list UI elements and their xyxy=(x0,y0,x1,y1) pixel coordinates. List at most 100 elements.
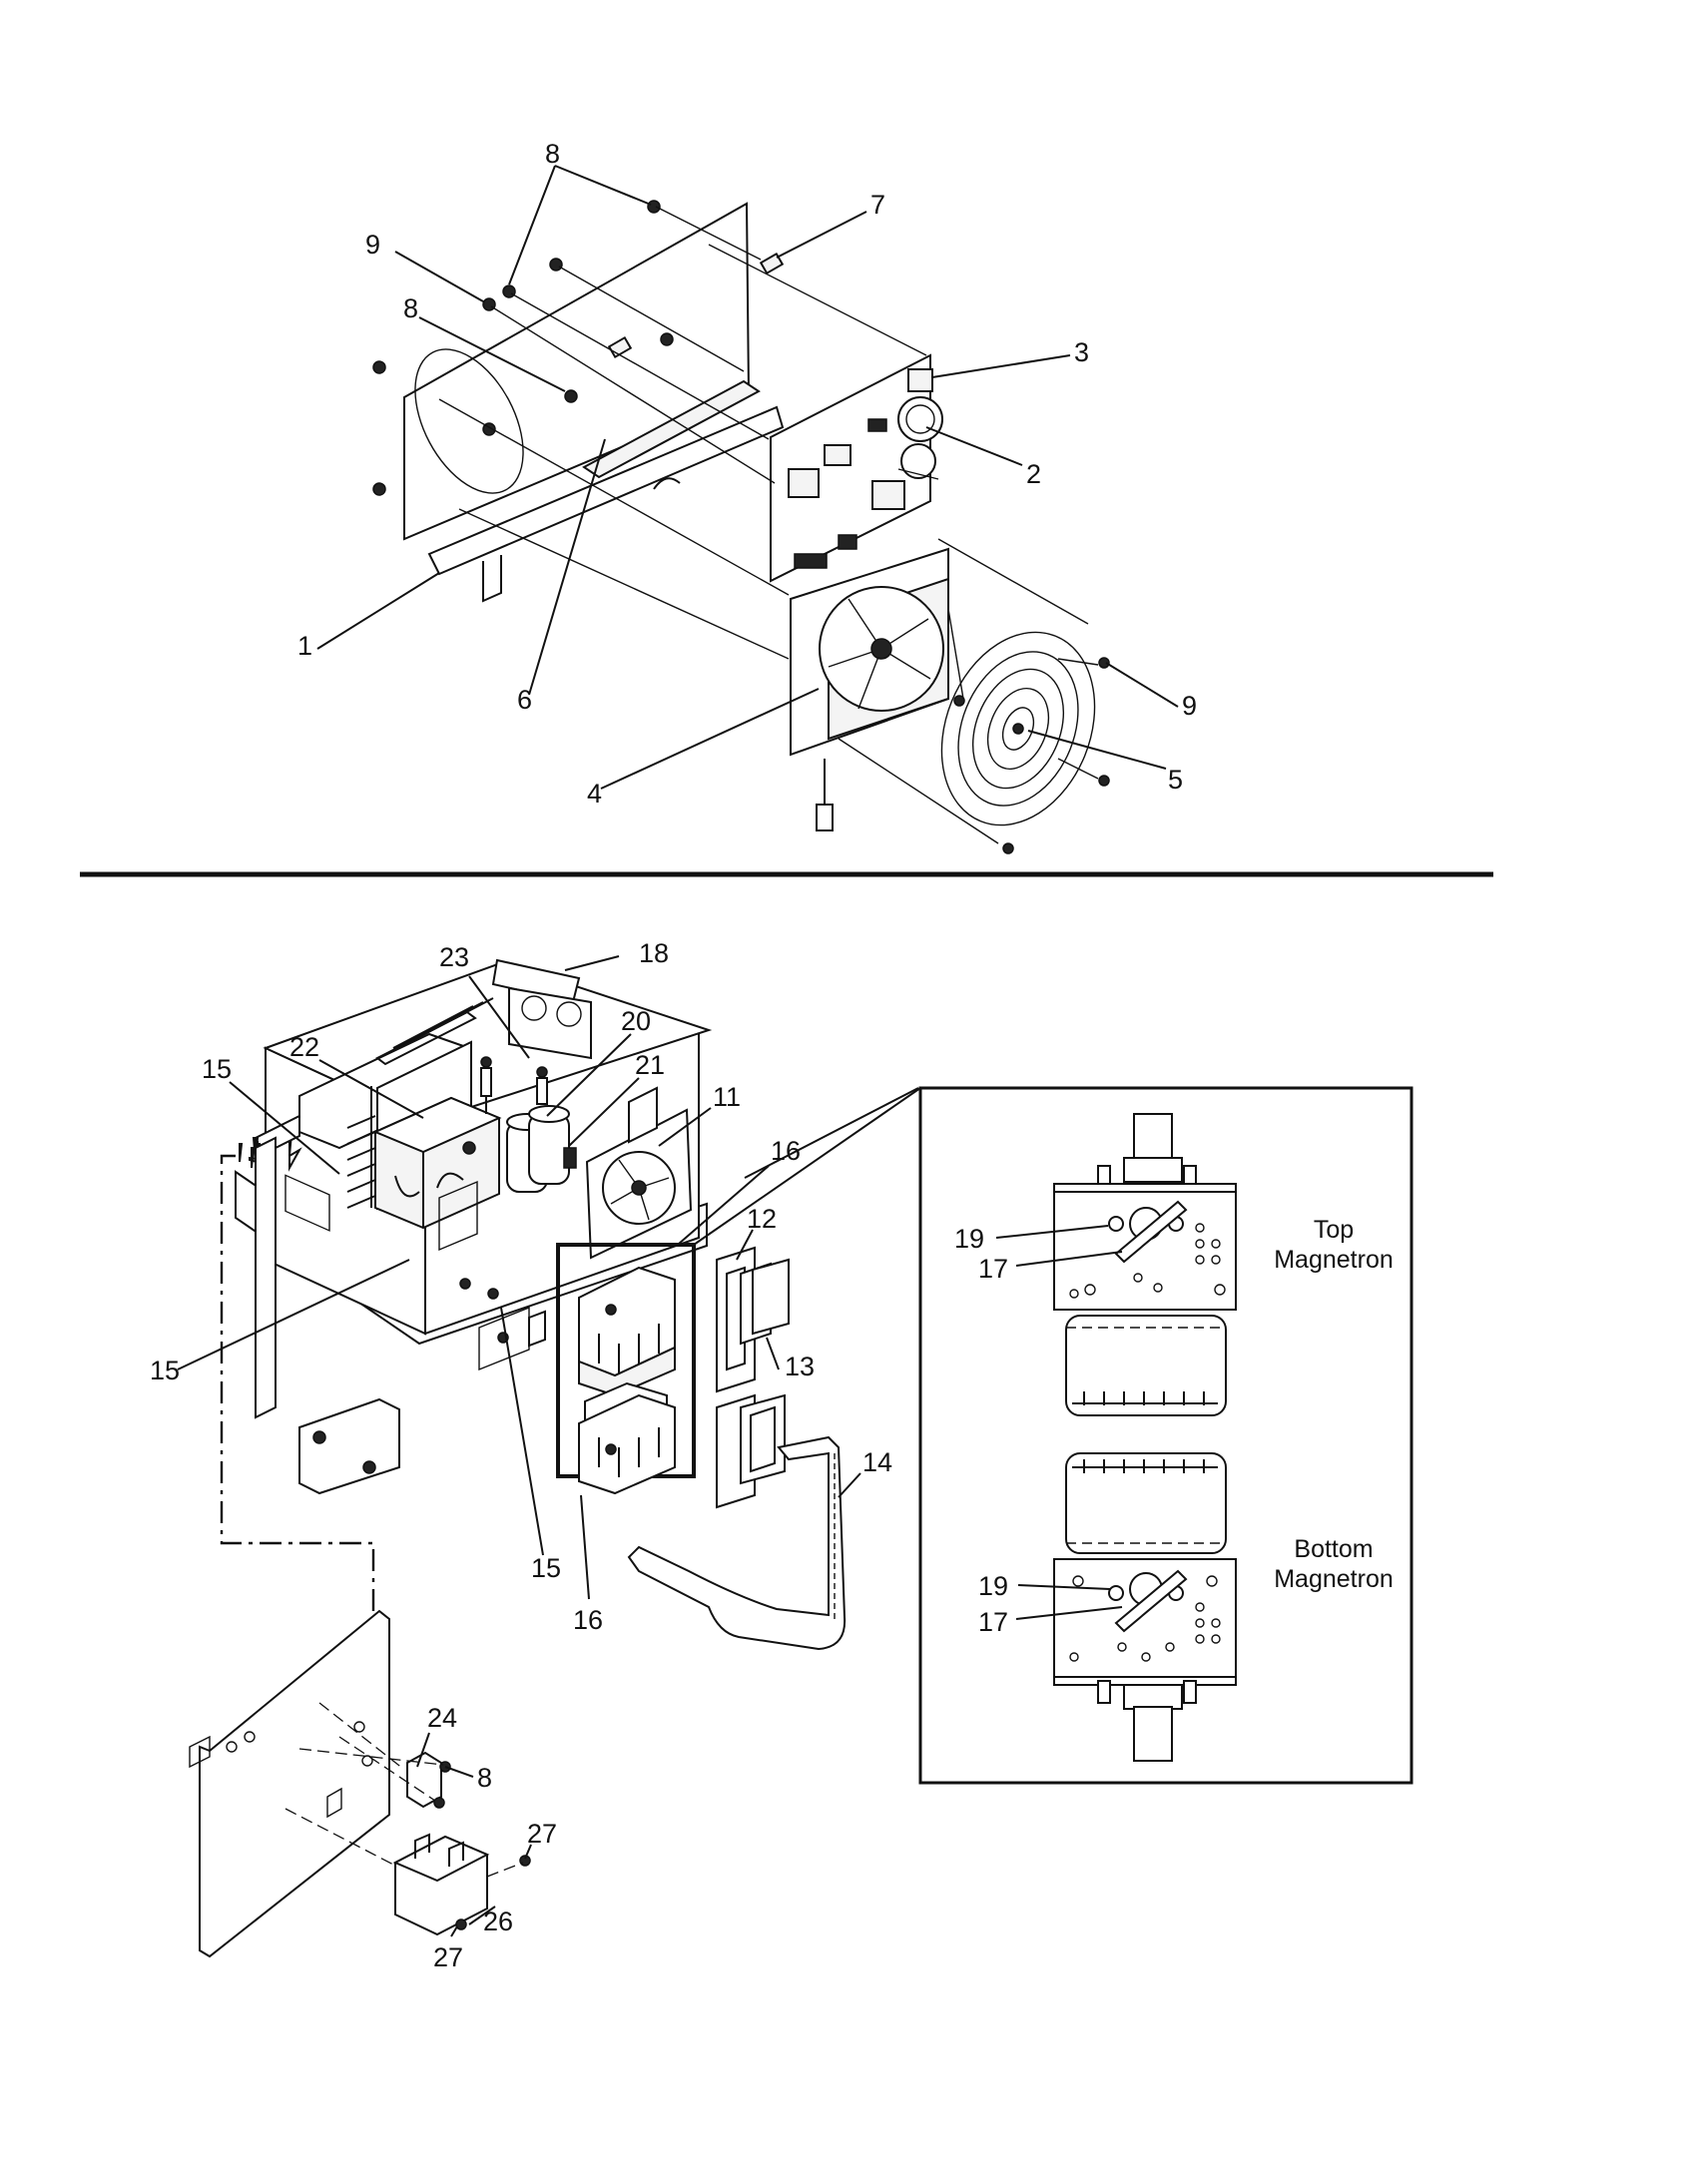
callout-24: 24 xyxy=(427,1703,457,1733)
callout-20: 20 xyxy=(621,1006,651,1036)
screw xyxy=(372,360,386,374)
callout-17: 17 xyxy=(978,1607,1008,1637)
callout-8: 8 xyxy=(477,1763,492,1793)
callout-21: 21 xyxy=(635,1050,665,1080)
bracket-notch xyxy=(653,477,681,490)
callout-26: 26 xyxy=(483,1907,513,1936)
callout-14: 14 xyxy=(862,1447,892,1477)
screw xyxy=(953,695,965,707)
callout-23: 23 xyxy=(439,942,469,972)
chassis-magnetrons xyxy=(578,1266,676,1495)
left-vertical-plate xyxy=(255,1136,277,1419)
rectifier xyxy=(563,1147,577,1169)
interlock-bracket xyxy=(298,1397,400,1495)
board-connector xyxy=(867,418,887,432)
magnetron-fins-top xyxy=(1065,1315,1227,1416)
top-magnetron-label-line1: Top xyxy=(1314,1216,1354,1244)
board-relay xyxy=(824,444,851,466)
fastener-clip xyxy=(759,252,785,275)
callout-8: 8 xyxy=(545,139,560,169)
screw xyxy=(660,332,674,346)
leader-lines-top xyxy=(316,165,1179,790)
top-magnetron-label-line2: Magnetron xyxy=(1274,1246,1394,1274)
magnetron-antenna-bottom xyxy=(1133,1706,1173,1762)
callout-5: 5 xyxy=(1168,765,1183,795)
mounting-plate xyxy=(403,202,751,541)
callout-11: 11 xyxy=(713,1082,741,1112)
board-relay xyxy=(788,468,820,498)
panel-left xyxy=(239,1143,244,1163)
fan-bracket xyxy=(628,1086,658,1144)
callout-15: 15 xyxy=(202,1054,232,1084)
mesh-vent xyxy=(438,1180,478,1252)
callout-9: 9 xyxy=(1182,691,1197,721)
magnetron-gasket-upper xyxy=(752,1258,790,1336)
assembly-reference-line xyxy=(220,1154,375,1617)
inset-leader xyxy=(693,1087,921,1246)
board-capacitor xyxy=(897,396,943,442)
callout-2: 2 xyxy=(1026,459,1041,489)
callout-16: 16 xyxy=(771,1136,801,1166)
magnetron-fins-bottom xyxy=(1065,1452,1227,1554)
callout-27: 27 xyxy=(527,1819,557,1849)
callout-15: 15 xyxy=(150,1356,180,1385)
callout-8: 8 xyxy=(403,293,418,323)
callout-9: 9 xyxy=(365,230,380,260)
callout-19: 19 xyxy=(954,1224,984,1254)
fan-guard xyxy=(940,631,1096,826)
lower-projection-lines xyxy=(284,1702,524,1878)
louver-panel xyxy=(288,1147,302,1172)
callout-16: 16 xyxy=(573,1605,603,1635)
screw xyxy=(482,297,496,311)
callout-6: 6 xyxy=(517,685,532,715)
magnetron-gasket-inner xyxy=(750,1405,776,1473)
bracket-flange xyxy=(427,405,785,576)
screw xyxy=(1098,775,1110,787)
board-transformer xyxy=(871,480,905,510)
diode-2 xyxy=(536,1077,548,1105)
leader-lines-bottom xyxy=(177,955,919,1937)
board-relay xyxy=(907,368,933,392)
callout-27: 27 xyxy=(433,1942,463,1972)
board-connector xyxy=(794,553,828,569)
board-connector xyxy=(838,534,857,550)
fuse-holder xyxy=(406,1751,442,1809)
screw xyxy=(647,200,661,214)
callout-12: 12 xyxy=(747,1204,777,1234)
callout-1: 1 xyxy=(297,631,312,661)
hv-diode xyxy=(480,1067,492,1097)
control-panel-assembly xyxy=(316,165,1179,854)
screw xyxy=(502,284,516,298)
magnetron-detail-inset: 19 17 19 17 Top Magnetron Bottom Magnetr… xyxy=(693,1086,1414,1785)
screw xyxy=(1098,657,1110,669)
callout-15: 15 xyxy=(531,1553,561,1583)
callout-19: 19 xyxy=(978,1571,1008,1601)
bracket-tab-left xyxy=(482,555,502,603)
callout-7: 7 xyxy=(870,190,885,220)
screw xyxy=(1002,842,1014,854)
callout-18: 18 xyxy=(639,938,669,968)
magnetron-antenna xyxy=(1133,1113,1173,1165)
callout-13: 13 xyxy=(785,1352,815,1381)
cable-clip xyxy=(528,1310,546,1348)
inset-leader-lines xyxy=(995,1225,1123,1620)
fan-hub xyxy=(870,638,892,660)
screw xyxy=(564,389,578,403)
bottom-magnetron-label-line1: Bottom xyxy=(1294,1535,1373,1563)
oven-chassis-assembly xyxy=(177,955,919,1958)
top-magnetron xyxy=(1053,1113,1237,1416)
plate-cutout xyxy=(414,348,524,494)
shield-lower xyxy=(508,986,592,1060)
callout-17: 17 xyxy=(978,1254,1008,1284)
callout-22: 22 xyxy=(289,1032,319,1062)
callout-3: 3 xyxy=(1074,337,1089,367)
hv-capacitor-2 xyxy=(528,1113,570,1185)
side-panel-outer xyxy=(251,1147,256,1169)
bottom-magnetron xyxy=(1053,1452,1237,1762)
screw xyxy=(549,258,563,272)
callout-4: 4 xyxy=(587,779,602,809)
filament-bar xyxy=(1114,1200,1188,1264)
label-plate xyxy=(478,1306,530,1371)
magnetron-body-top xyxy=(1053,1183,1237,1311)
